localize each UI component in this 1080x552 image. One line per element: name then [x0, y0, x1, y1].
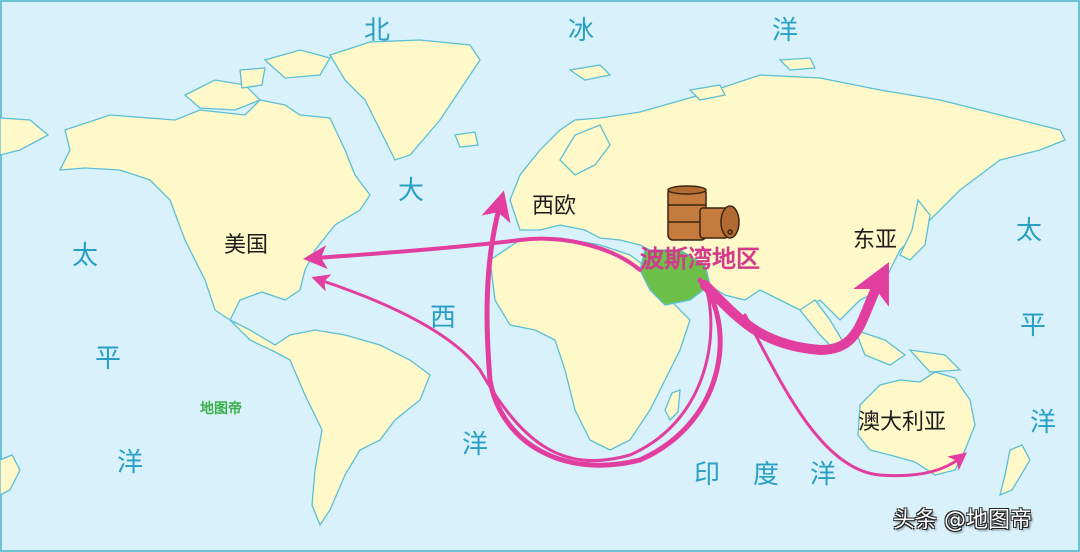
credit-text: 头条 @地图帝 [893, 508, 1032, 533]
ocean-label-atlantic-1: 大 [398, 176, 425, 206]
ocean-label-indian-1: 印 [694, 460, 721, 490]
region-label-persian-gulf: 波斯湾地区 [640, 245, 760, 273]
region-label-usa: 美国 [224, 233, 269, 258]
watermark: 地图帝 [200, 401, 242, 417]
oil-routes [303, 190, 968, 478]
oil-barrel-icon [667, 185, 740, 241]
region-label-australia: 澳大利亚 [858, 410, 947, 435]
ocean-label-pacific-e-1: 太 [1016, 216, 1043, 246]
ocean-label-atlantic-2: 西 [430, 303, 457, 333]
ocean-label-atlantic-3: 洋 [462, 430, 489, 460]
ocean-label-pacific-e-3: 洋 [1030, 408, 1057, 438]
ocean-label-pacific-w-2: 平 [95, 344, 122, 374]
landmasses [0, 39, 1066, 527]
ocean-label-pacific-w-1: 太 [72, 241, 99, 271]
region-label-western-europe: 西欧 [532, 194, 577, 219]
ocean-label-pacific-w-3: 洋 [117, 448, 144, 478]
ocean-label-arctic-3: 洋 [772, 16, 799, 46]
ocean-label-indian-2: 度 [753, 460, 780, 490]
ocean-label-arctic-1: 北 [364, 16, 391, 46]
ocean-label-indian-3: 洋 [810, 460, 837, 490]
region-label-east-asia: 东亚 [853, 228, 898, 253]
ocean-label-pacific-e-2: 平 [1020, 311, 1047, 341]
ocean-label-arctic-2: 冰 [568, 16, 595, 46]
